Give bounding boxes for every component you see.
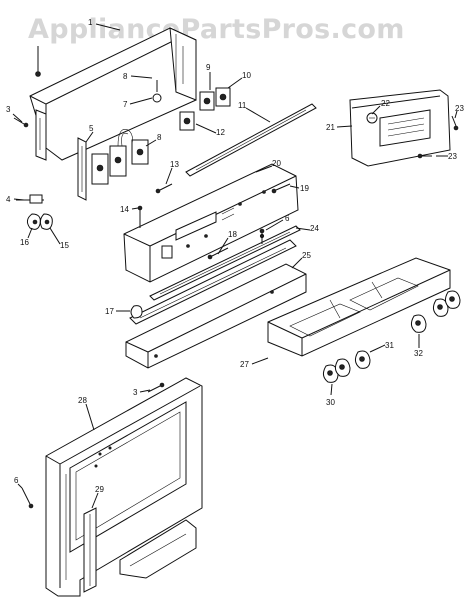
screw-3-left [13,117,29,128]
callout-18: 18 [228,230,237,239]
screw-23-top [451,115,459,131]
screw-top-left [35,46,41,77]
screw-23-bottom [417,153,432,159]
screw-13 [155,183,173,194]
callout-20: 20 [272,159,281,168]
screw-6-lower [21,487,34,509]
callout-8: 8 [123,72,128,81]
control-panel-20 [123,163,299,283]
knob-clip-15 [39,213,53,230]
clip-7 [152,80,162,103]
callout-19: 19 [300,184,309,193]
screw-18 [207,247,229,260]
callout-6: 6 [285,214,290,223]
callout-16: 16 [20,238,29,247]
callout-30: 30 [326,398,335,407]
clock-assembly-21 [349,89,451,167]
oven-frame-28 [45,377,203,597]
callout-28: 28 [78,396,87,405]
knob-clip-16 [26,213,41,230]
callout-1: 1 [88,18,93,27]
callout-4: 4 [6,195,11,204]
callout-23-bottom: 23 [448,152,457,161]
callout-25: 25 [302,251,311,260]
callout-10: 10 [242,71,251,80]
callout-24: 24 [310,224,319,233]
knob-31 [354,350,371,369]
callout-9: 9 [206,63,211,72]
watermark: AppliancePartsPros.com [28,14,405,45]
callout-21: 21 [326,123,335,132]
callout-13: 13 [170,160,179,169]
strip-17 [129,239,297,325]
switch-block-8 [91,129,149,185]
knobs-right [432,290,461,317]
callout-31: 31 [385,341,394,350]
knob-32 [410,314,427,333]
callout-12: 12 [216,128,225,137]
screw-3-lower [147,382,165,393]
faceplate-27 [267,257,451,357]
switch-12 [179,111,195,131]
lower-trim-25 [125,263,307,369]
callout-8b: 8 [157,133,162,142]
callout-22: 22 [381,99,390,108]
callout-5: 5 [89,124,94,133]
screw-19 [271,183,291,194]
callout-23-top: 23 [455,104,464,113]
callout-6-lower: 6 [14,476,19,485]
callout-11: 11 [238,101,247,110]
bracket-5 [77,137,87,201]
hinge-29 [83,507,97,593]
callout-27: 27 [240,360,249,369]
callout-14: 14 [120,205,129,214]
trim-strip-24 [149,225,301,301]
backguard-rear-panel [29,27,197,161]
callout-32: 32 [414,349,423,358]
callout-3: 3 [6,105,11,114]
callout-29: 29 [95,485,104,494]
knobs-30 [322,358,351,383]
callout-17: 17 [105,307,114,316]
callout-labels: 1 3 5 8 7 9 10 11 12 8 13 20 19 4 14 16 … [6,18,464,494]
leader-lines [12,23,458,509]
screw-14 [137,205,143,228]
callout-3-lower: 3 [133,388,138,397]
screw-6-upper [259,228,265,244]
terminal-4 [16,194,44,204]
infinite-switch-pair [199,87,231,111]
trim-rod-11 [185,103,317,177]
callout-15: 15 [60,241,69,250]
callout-7: 7 [123,100,128,109]
